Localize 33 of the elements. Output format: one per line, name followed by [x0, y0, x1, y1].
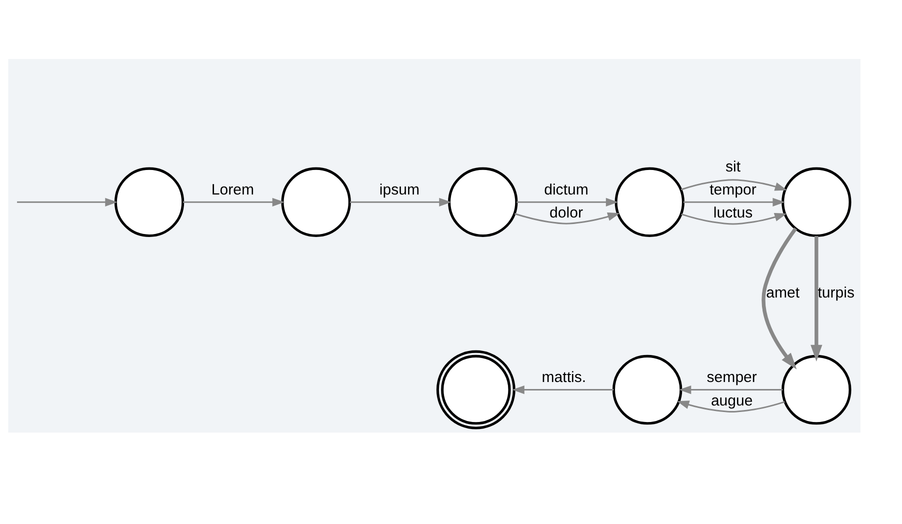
edge-label: turpis — [818, 284, 855, 302]
arrow — [676, 400, 785, 412]
edge-label: semper — [706, 368, 757, 386]
node-circle — [614, 166, 684, 237]
arrow — [183, 197, 285, 206]
node-circle — [114, 166, 184, 237]
node-circle — [281, 166, 351, 237]
edge-label: mattis. — [542, 368, 586, 386]
edge-label: sit — [725, 158, 741, 175]
node-circle — [782, 354, 852, 424]
arrow — [810, 236, 822, 362]
arrow — [681, 212, 787, 224]
arrow — [762, 226, 798, 369]
arrow — [516, 197, 618, 206]
edge-label: augue — [710, 392, 753, 409]
edge-label: Lorem — [211, 181, 254, 198]
node-circle — [782, 166, 852, 237]
arrow — [680, 178, 788, 190]
arrow — [678, 384, 783, 394]
edge-label: dolor — [550, 204, 583, 222]
arrow — [683, 197, 785, 206]
arrow — [17, 197, 118, 206]
arrow — [512, 384, 614, 394]
node-circle — [612, 354, 682, 424]
node-doublecircle — [436, 350, 516, 429]
arrow — [350, 197, 452, 206]
edge-label: tempor — [710, 181, 756, 198]
edge-label: dictum — [544, 181, 588, 198]
node-circle — [448, 166, 518, 237]
edge-label: luctus — [713, 204, 753, 222]
edge-label: amet — [766, 284, 800, 302]
edge-label: ipsum — [379, 181, 420, 198]
arrow — [514, 212, 620, 224]
